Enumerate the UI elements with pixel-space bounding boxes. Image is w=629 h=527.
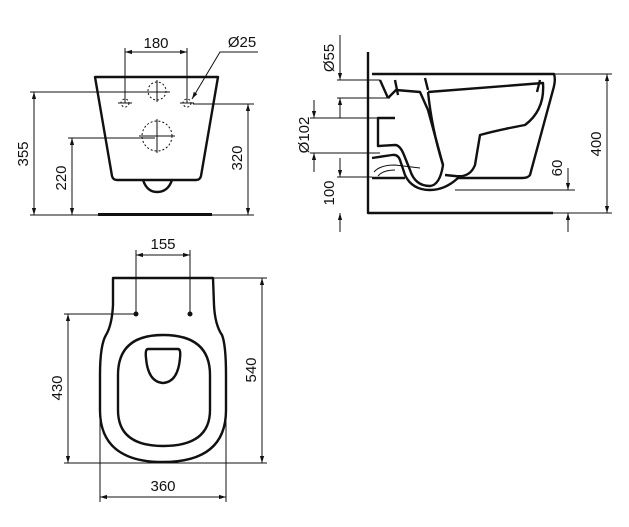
dim-430: 430 <box>49 375 66 400</box>
dim-400: 400 <box>588 131 605 156</box>
bowl-inner <box>426 81 545 178</box>
seat-ring <box>116 333 212 448</box>
wall-line <box>366 52 553 215</box>
dim-540: 540 <box>243 357 260 382</box>
front-view: 180 Ø25 355 220 320 <box>15 34 258 216</box>
side-view: 400 Ø55 Ø102 100 60 <box>296 35 612 232</box>
floor-line <box>98 213 212 216</box>
top-view: 155 540 430 360 <box>49 236 267 502</box>
dim-320: 320 <box>229 145 246 170</box>
inlet-circle <box>147 81 167 101</box>
dim-180: 180 <box>143 35 168 52</box>
trap-channel <box>376 88 445 188</box>
front-spigot <box>141 179 174 194</box>
underside-detail <box>373 164 421 177</box>
dim-155: 155 <box>150 236 175 253</box>
lid-handle-cutout <box>144 347 182 385</box>
dim-355: 355 <box>15 141 32 166</box>
dim-360: 360 <box>150 478 175 495</box>
side-bowl-outline <box>371 72 556 192</box>
dim-o25: Ø25 <box>228 34 256 51</box>
top-bowl-outline <box>98 276 228 464</box>
dim-o55: Ø55 <box>321 44 338 72</box>
dim-60: 60 <box>549 160 566 177</box>
dim-o102: Ø102 <box>296 117 313 154</box>
inlet-channel <box>378 77 542 99</box>
dim-220: 220 <box>53 165 70 190</box>
dim-100: 100 <box>321 180 338 205</box>
front-bowl-outline <box>93 75 220 182</box>
